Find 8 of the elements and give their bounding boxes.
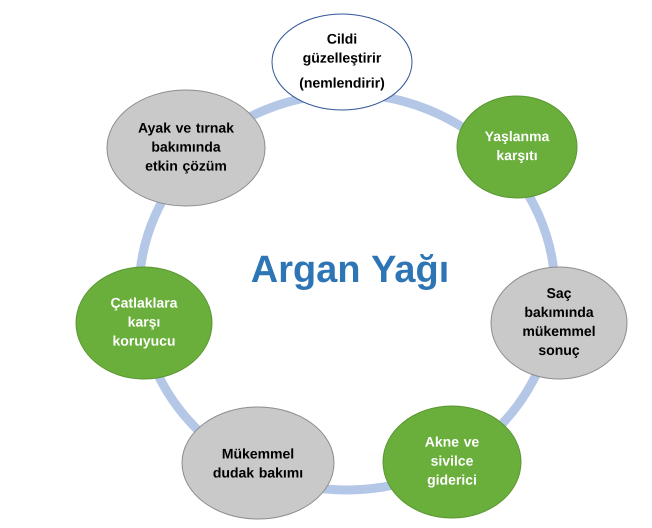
circle-node: Saç bakımında mükemmel sonuç (490, 266, 628, 380)
title: Argan Yağı (252, 254, 447, 290)
circle-node: Akne ve sivilce giderici (382, 406, 522, 518)
ellipse-node: Cildi güzelleştirir (nemlendirir) (272, 14, 412, 110)
circle-node: Ayak ve tırnak bakımında etkin çözüm (106, 90, 266, 206)
circle-node: Mükemmel dudak bakımı (182, 406, 334, 520)
circle-node: Çatlaklara karşı koruyucu (76, 266, 212, 380)
circle-node: Yaşlanma karşıtı (456, 96, 578, 198)
